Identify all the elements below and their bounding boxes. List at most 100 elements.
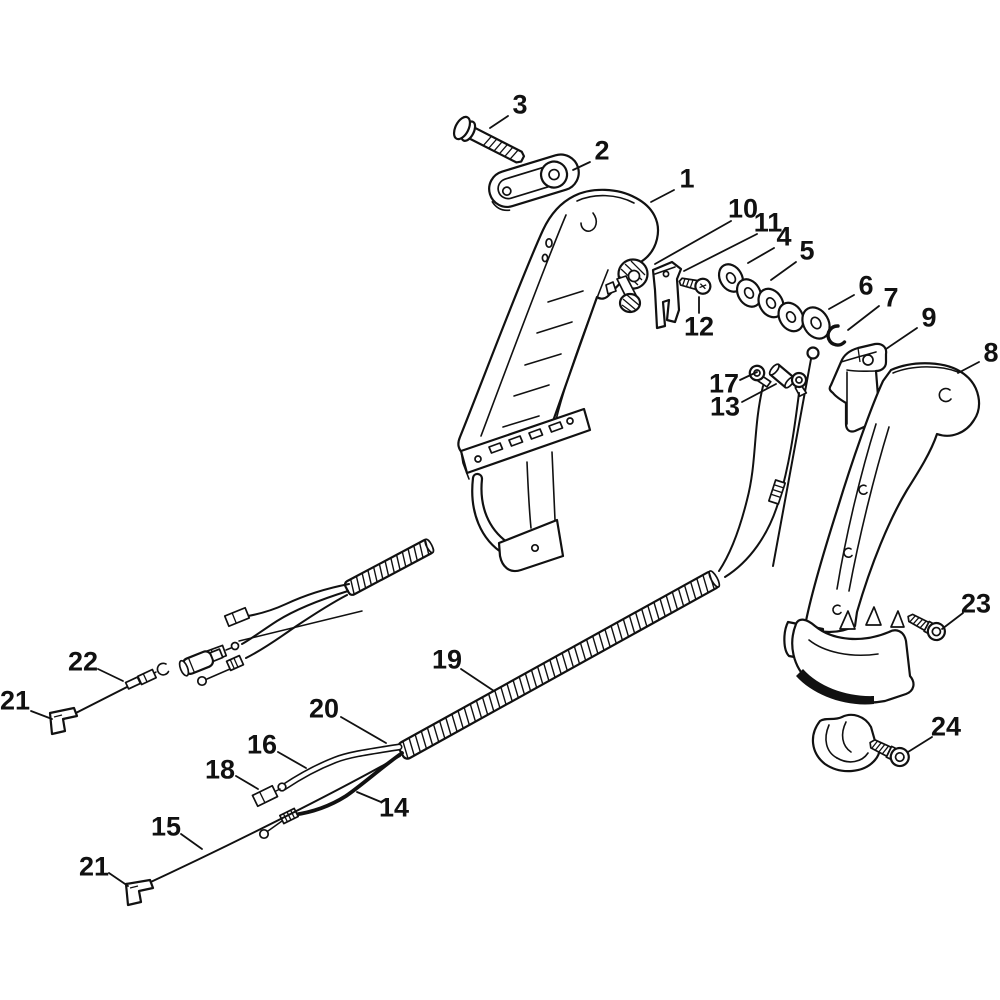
callout-leader-8-10 <box>957 361 980 374</box>
coil-rib <box>407 548 413 564</box>
callout-label-1-2: 1 <box>679 164 694 194</box>
coil-rib <box>361 572 367 589</box>
cable-ball-end <box>258 828 270 840</box>
callout-label-4-5: 4 <box>776 222 791 252</box>
coil-rib <box>683 584 691 604</box>
coil-rib <box>622 618 630 637</box>
screw-23 <box>907 613 946 642</box>
wire-loom-19 <box>397 570 721 760</box>
callout-leader-23-14 <box>941 612 964 630</box>
callout-leader-18-19 <box>235 775 259 790</box>
callout-label-18-19: 18 <box>205 755 235 785</box>
wire-loom-upper <box>343 538 435 596</box>
ring-terminal-17 <box>748 364 772 388</box>
throttle-wires <box>718 385 800 578</box>
coil-rib <box>543 663 550 682</box>
callout-leader-11-4 <box>683 233 758 272</box>
coil-rib <box>481 696 489 716</box>
coil-rib <box>598 632 605 651</box>
callout-label-11-4: 11 <box>754 208 783 238</box>
callout-leader-21-24 <box>108 872 129 887</box>
throttle-trigger <box>605 258 649 314</box>
callout-leader-1-2 <box>650 189 675 203</box>
callout-leader-13-13 <box>741 383 777 403</box>
spade-connector-18 <box>251 784 279 808</box>
coil-rib <box>536 666 544 685</box>
coil-rib <box>518 676 526 695</box>
callout-leader-5-6 <box>770 261 797 281</box>
coil-rib <box>349 579 355 595</box>
callout-leader-4-5 <box>747 247 775 264</box>
coil-rib <box>610 625 617 644</box>
coil-rib <box>585 639 593 658</box>
coil-rib <box>628 615 636 634</box>
coil-rib <box>506 683 513 702</box>
ground-wire-22 <box>48 662 170 736</box>
coil-rib <box>487 693 495 712</box>
coil-rib <box>401 551 407 568</box>
ball-terminal <box>196 675 208 687</box>
coil-rib <box>653 601 660 621</box>
callout-leader-7-8 <box>847 305 880 331</box>
callout-label-23-14: 23 <box>961 589 991 619</box>
coil-rib <box>530 669 538 688</box>
wire-15 <box>139 755 401 888</box>
coil-rib <box>438 720 446 739</box>
coil-rib <box>475 700 483 719</box>
callout-leader-22-22 <box>97 668 124 682</box>
callout-leader-6-7 <box>828 294 855 310</box>
callout-label-16-18: 16 <box>247 730 277 760</box>
coil-rib <box>408 737 415 756</box>
handle-housing-right <box>783 362 981 773</box>
coil-rib <box>413 545 418 561</box>
coil-rib <box>500 686 507 705</box>
spade-connector-a <box>223 606 251 628</box>
coil-rib <box>689 581 697 600</box>
coil-rib <box>708 571 715 590</box>
callout-leader-10-3 <box>654 220 732 265</box>
callout-label-7-8: 7 <box>883 283 898 313</box>
throttle-cable-14 <box>291 751 404 817</box>
bracket-21-bottom <box>124 878 155 907</box>
coil-rib <box>561 652 568 671</box>
callout-leader-2-1 <box>572 161 591 171</box>
handle-housing-left <box>457 188 660 573</box>
coil-rib <box>634 612 642 631</box>
coil-rib <box>604 629 611 648</box>
coil-rib <box>367 569 373 586</box>
coil-rib <box>469 703 477 722</box>
callout-label-12-11: 12 <box>684 312 714 342</box>
callout-leader-15-21 <box>180 833 203 850</box>
coil-rib <box>402 741 409 760</box>
coil-rib <box>512 679 519 699</box>
coil-rib <box>414 734 422 753</box>
wire-crimp <box>767 479 787 505</box>
coil-rib <box>494 690 501 709</box>
callout-label-13-13: 13 <box>710 392 740 422</box>
coil-rib <box>432 724 440 743</box>
callout-label-17-12: 17 <box>709 369 739 399</box>
callout-label-24-15: 24 <box>931 712 961 742</box>
callout-leader-9-9 <box>885 327 918 350</box>
callout-label-2-1: 2 <box>594 136 609 166</box>
callout-leader-21-23 <box>30 710 53 720</box>
coil-rib <box>567 649 575 668</box>
callout-label-6-7: 6 <box>858 271 873 301</box>
coil-rib <box>418 542 424 558</box>
callout-leader-19-16 <box>460 668 495 692</box>
callout-leader-3-0 <box>489 115 509 129</box>
callout-label-15-21: 15 <box>151 812 181 842</box>
coil-rib <box>355 576 361 592</box>
harness-connectors <box>178 583 363 687</box>
trigger-bracket <box>651 260 683 330</box>
washer-large <box>801 306 831 340</box>
ring-terminal-13b <box>790 371 808 397</box>
coil-rib <box>702 574 709 593</box>
coil-rib <box>549 659 556 678</box>
coil-rib <box>671 591 679 610</box>
callout-label-21-23: 21 <box>0 686 30 716</box>
